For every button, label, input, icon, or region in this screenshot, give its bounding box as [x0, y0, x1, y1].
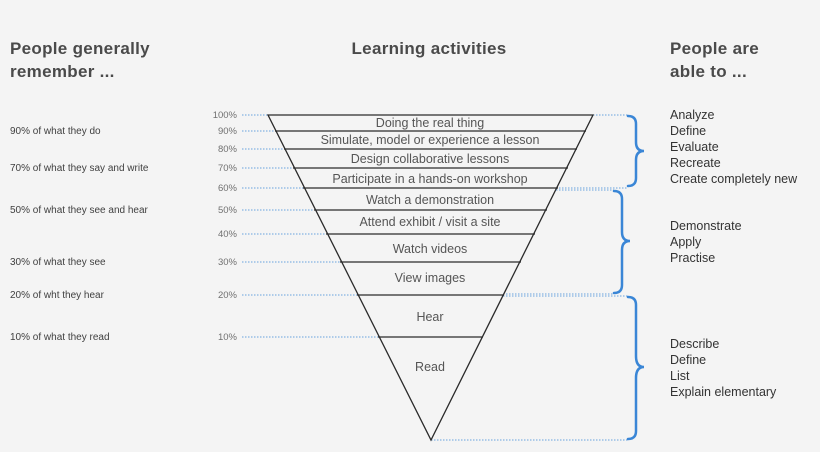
activity-label: Design collaborative lessons: [351, 152, 509, 166]
ability-item: Evaluate: [670, 140, 719, 154]
remember-item: 30% of what they see: [10, 257, 106, 268]
activity-label: Watch videos: [393, 242, 468, 256]
percent-label: 10%: [217, 332, 237, 343]
center-heading: Learning activities: [351, 39, 507, 58]
ability-item: Define: [670, 353, 707, 367]
percent-label: 50%: [217, 205, 237, 216]
activity-label: Doing the real thing: [376, 116, 484, 130]
pyramid-outline: [266, 114, 595, 442]
bracket-middle: [612, 189, 631, 295]
ability-item: Demonstrate: [670, 219, 742, 233]
remember-item: 70% of what they say and write: [10, 163, 149, 174]
remember-item: 10% of what they read: [10, 332, 110, 343]
ability-item: Recreate: [670, 156, 721, 170]
percent-label: 90%: [217, 126, 237, 137]
ability-group-bottom: Describe Define List Explain elementary: [670, 336, 776, 400]
ability-item: Analyze: [670, 108, 715, 122]
activity-label: Attend exhibit / visit a site: [359, 215, 500, 229]
percent-label: 80%: [217, 144, 237, 155]
remember-item: 20% of wht they hear: [10, 290, 104, 301]
ability-item: Define: [670, 124, 707, 138]
ability-item: Practise: [670, 251, 716, 265]
ability-item: Apply: [670, 235, 702, 249]
percent-label: 60%: [217, 183, 237, 194]
bracket-top: [626, 114, 645, 188]
ability-item: Create completely new: [670, 172, 798, 186]
ability-item: Explain elementary: [670, 385, 777, 399]
left-heading: People generally remember ...: [10, 39, 150, 81]
right-heading: People are able to ...: [670, 39, 759, 81]
activity-label: Hear: [416, 310, 443, 324]
bracket-bottom: [626, 295, 645, 441]
activity-label: Participate in a hands-on workshop: [332, 172, 527, 186]
activity-label: Simulate, model or experience a lesson: [321, 133, 540, 147]
percent-label: 40%: [217, 229, 237, 240]
remember-item: 90% of what they do: [10, 126, 101, 137]
activity-label: Read: [415, 360, 445, 374]
guide-lines: [242, 114, 628, 441]
ability-group-middle: Demonstrate Apply Practise: [670, 218, 742, 266]
remember-item: 50% of what they see and hear: [10, 205, 148, 216]
percent-label: 70%: [217, 163, 237, 174]
percent-label: 20%: [217, 290, 237, 301]
activity-label: View images: [395, 271, 466, 285]
percent-label: 100%: [212, 110, 237, 121]
band-dividers: [275, 130, 586, 338]
activity-label: Watch a demonstration: [366, 193, 494, 207]
ability-item: Describe: [670, 337, 720, 351]
ability-group-top: Analyze Define Evaluate Recreate Create …: [670, 107, 797, 187]
ability-item: List: [670, 369, 690, 383]
percent-label: 30%: [217, 257, 237, 268]
